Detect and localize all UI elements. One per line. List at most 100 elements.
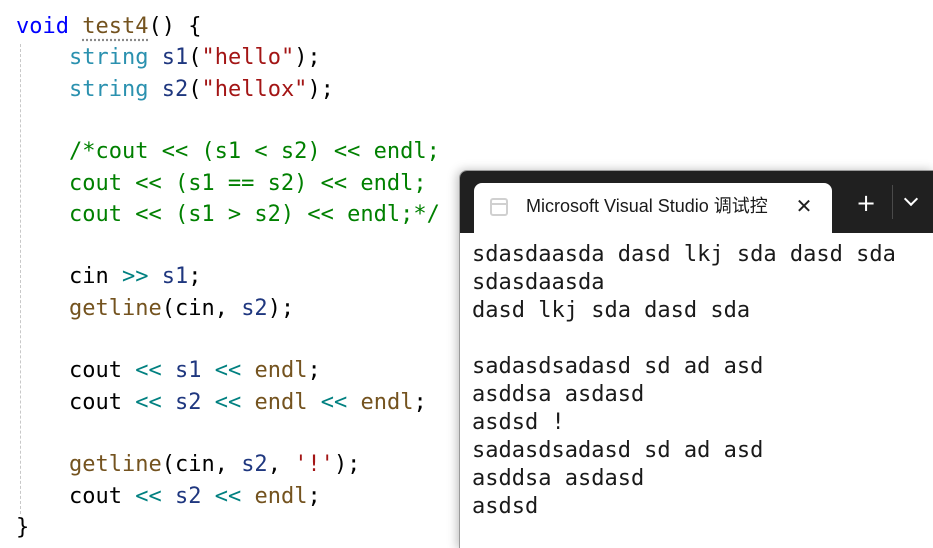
code-token <box>148 45 161 70</box>
code-token: void <box>16 14 69 39</box>
code-token: endl <box>254 358 308 384</box>
code-token: << <box>135 483 162 509</box>
code-token: () { <box>148 14 202 39</box>
code-token: s2 <box>241 452 268 478</box>
code-token: cout <box>16 358 136 384</box>
code-line: /*cout << (s1 < s2) << endl; <box>16 136 440 167</box>
code-token <box>241 358 254 383</box>
code-line: cout << s1 << endl; <box>16 355 321 386</box>
code-token <box>162 390 175 415</box>
output-line: asddsa asdasd <box>472 466 645 491</box>
code-token: endl <box>254 483 308 509</box>
code-token <box>241 484 254 509</box>
code-token <box>201 358 214 383</box>
output-line: asddsa asdasd <box>472 382 645 407</box>
code-token: (cin, <box>161 452 242 478</box>
code-token: cout << (s1 > s2) << endl;*/ <box>68 201 440 227</box>
code-token: /*cout << (s1 < s2) << endl; <box>68 139 440 165</box>
code-token: getline <box>68 452 162 478</box>
code-line: cout << s2 << endl << endl; <box>16 387 427 418</box>
code-token <box>16 171 69 196</box>
code-token: ( <box>188 45 202 71</box>
code-token <box>16 45 69 70</box>
code-token: } <box>16 514 30 540</box>
output-line: sdasdaasda <box>472 270 605 295</box>
output-line: dasd lkj sda dasd sda <box>472 298 751 323</box>
code-token: ); <box>307 76 334 102</box>
code-token: ); <box>333 452 361 478</box>
code-token <box>307 390 320 415</box>
code-line: getline(cin, s2, '!'); <box>16 449 360 480</box>
code-token <box>347 390 360 415</box>
code-token: cin <box>16 264 122 290</box>
code-line: cin >> s1; <box>16 261 202 292</box>
code-token: ; <box>413 389 427 415</box>
code-token <box>69 14 82 39</box>
output-line <box>472 325 933 353</box>
code-token: cout <box>16 389 136 415</box>
code-token: s2 <box>174 389 202 415</box>
code-token: test4 <box>82 14 149 39</box>
code-token <box>16 202 69 227</box>
code-token: getline <box>68 295 162 321</box>
code-token <box>241 390 254 415</box>
code-token: ; <box>188 264 202 290</box>
code-token: ); <box>294 45 321 71</box>
titlebar-divider <box>892 185 893 219</box>
console-output[interactable]: sdasdaasda dasd lkj sda dasd sda sdasdaas… <box>472 241 933 521</box>
code-token: ; <box>307 483 321 509</box>
code-token: << <box>214 483 242 509</box>
code-token: << <box>135 358 162 384</box>
console-window[interactable]: Microsoft Visual Studio 调试控 ✕ + sdasdaas… <box>459 170 933 548</box>
code-token: ; <box>307 358 321 384</box>
code-token: ); <box>267 295 295 321</box>
code-line: void test4() { <box>16 11 201 42</box>
console-titlebar[interactable]: Microsoft Visual Studio 调试控 ✕ + <box>460 171 933 233</box>
code-line: string s1("hello"); <box>16 42 321 73</box>
code-token: s2 <box>174 483 202 509</box>
code-token: "hellox" <box>201 76 308 102</box>
code-token <box>16 452 69 477</box>
tab-title: Microsoft Visual Studio 调试控 <box>526 196 768 216</box>
output-line: sadasdsadasd sd ad asd <box>472 354 764 379</box>
code-token: >> <box>121 264 149 290</box>
code-token <box>16 77 69 102</box>
console-tab[interactable]: Microsoft Visual Studio 调试控 ✕ <box>474 183 832 233</box>
code-token: "hello" <box>201 45 295 71</box>
code-token <box>162 484 175 509</box>
code-token <box>162 358 175 383</box>
code-token: '!' <box>294 452 334 478</box>
indent-guide <box>20 44 21 514</box>
code-line: getline(cin, s2); <box>16 293 294 324</box>
code-token: s2 <box>161 76 189 102</box>
code-token: endl <box>360 389 414 415</box>
code-token: (cin, <box>161 295 242 321</box>
code-token: << <box>320 389 348 415</box>
code-token: << <box>135 389 162 415</box>
plus-icon[interactable]: + <box>855 189 877 217</box>
code-token <box>201 484 214 509</box>
code-line: string s2("hellox"); <box>16 74 334 105</box>
code-token: string <box>68 45 149 71</box>
code-token <box>148 77 161 102</box>
code-token: ( <box>188 76 202 102</box>
code-line: cout << (s1 == s2) << endl; <box>16 168 427 199</box>
code-token: s1 <box>174 358 202 384</box>
code-token <box>16 139 69 164</box>
code-token: s1 <box>161 264 189 290</box>
code-token: s1 <box>161 45 189 71</box>
chevron-down-icon[interactable] <box>900 190 924 214</box>
code-token: , <box>267 452 295 478</box>
code-token <box>201 390 214 415</box>
close-icon[interactable]: ✕ <box>795 194 813 218</box>
code-token: << <box>214 358 242 384</box>
output-line: asdsd <box>472 494 539 519</box>
output-line: asdsd ! <box>472 410 565 435</box>
code-token <box>16 296 69 321</box>
terminal-icon <box>490 198 508 216</box>
output-line: sdasdaasda dasd lkj sda dasd sda <box>472 242 896 267</box>
code-token: << <box>214 389 242 415</box>
code-token: endl <box>254 389 308 415</box>
code-token: s2 <box>241 295 268 321</box>
code-token: string <box>68 76 149 102</box>
